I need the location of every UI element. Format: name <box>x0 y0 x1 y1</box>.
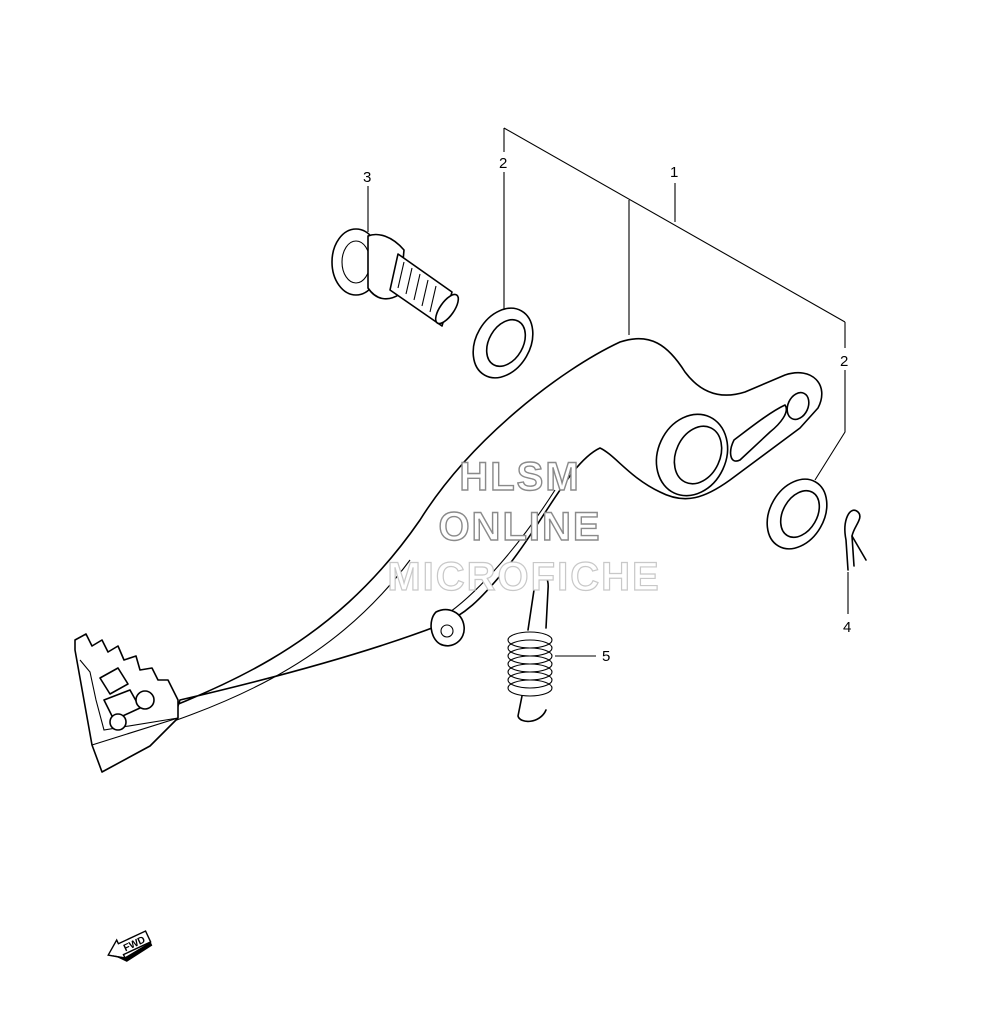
watermark-line-2: ONLINE <box>438 505 601 549</box>
oil-seal-right <box>766 478 828 550</box>
brake-pedal <box>74 337 823 773</box>
cotter-pin <box>844 509 867 571</box>
pivot-bolt <box>331 228 460 327</box>
callout-labels: 1 2 2 3 4 5 <box>363 155 851 665</box>
oil-seal-left <box>472 307 534 379</box>
watermark-line-3: MICROFICHE <box>387 555 660 599</box>
watermark: HLSM ONLINE MICROFICHE <box>387 454 660 599</box>
fwd-label: FWD <box>122 935 147 955</box>
callout-part-3: 3 <box>363 169 371 186</box>
return-spring <box>507 574 553 723</box>
watermark-line-1: HLSM <box>459 455 580 499</box>
leader-lines <box>367 127 849 657</box>
fwd-arrow-icon: FWD <box>107 930 153 962</box>
callout-part-5: 5 <box>602 648 610 665</box>
callout-part-4: 4 <box>843 619 851 636</box>
callout-part-1: 1 <box>670 164 678 181</box>
callout-part-2-left: 2 <box>499 155 507 172</box>
callout-part-2-right: 2 <box>840 353 848 370</box>
